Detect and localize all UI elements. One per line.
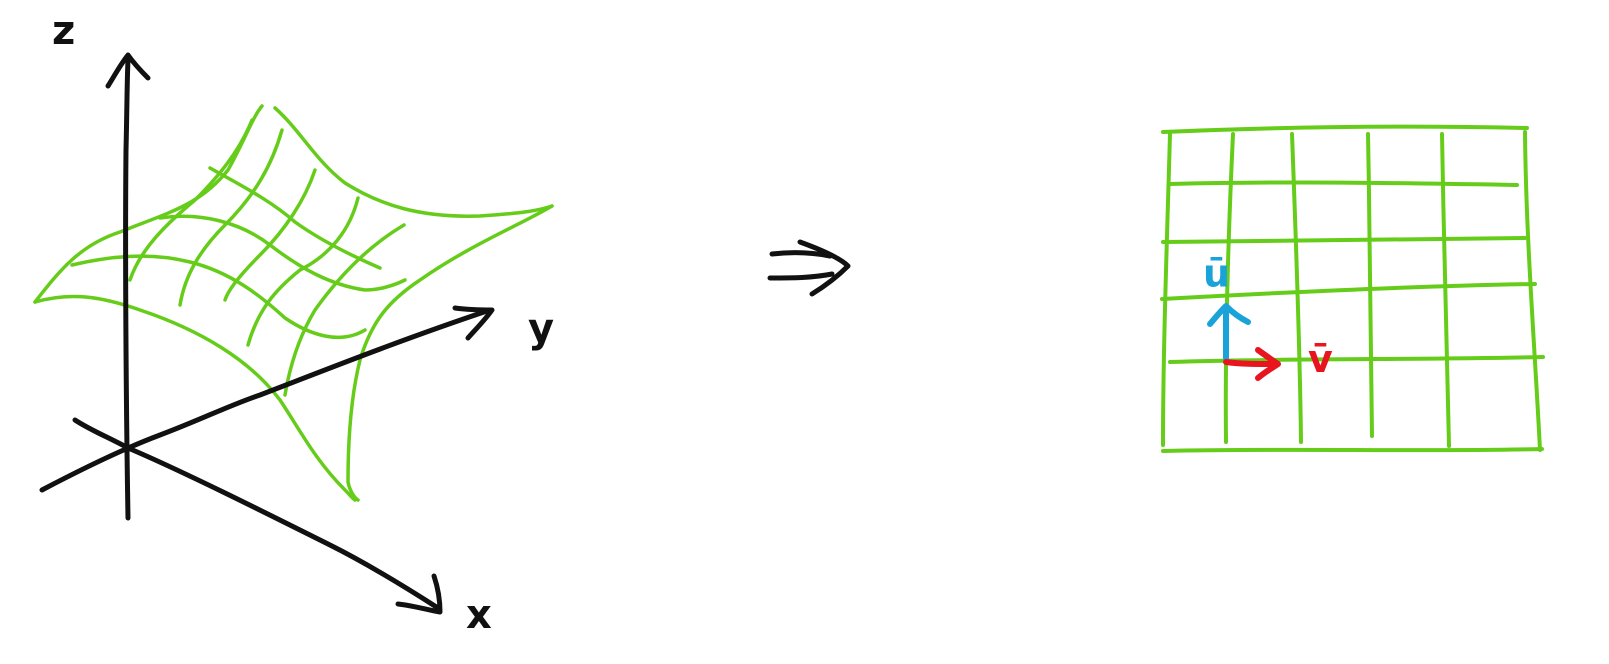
surface-boundary-front <box>33 294 357 502</box>
implies-arrow-icon <box>767 239 851 297</box>
grid-col-right <box>1523 130 1542 452</box>
surface-boundary-top <box>273 106 554 218</box>
surface-3d-sketch: z y x <box>33 8 554 638</box>
curved-surface-mesh <box>33 104 554 502</box>
x-axis-arrowhead <box>395 573 443 615</box>
v-vector-arrow <box>1223 347 1281 381</box>
y-axis-line <box>39 307 493 493</box>
grid-col-2 <box>1223 132 1235 444</box>
grid-row-bottom <box>1161 447 1544 453</box>
z-axis-line <box>123 57 131 521</box>
y-axis-arrowhead <box>452 305 495 341</box>
z-axis-arrowhead <box>105 52 151 89</box>
surface-row-2 <box>70 254 367 339</box>
surface-col-1 <box>128 118 254 282</box>
axes-3d <box>39 52 495 615</box>
u-vector-label: ū <box>1203 251 1230 295</box>
y-axis-label: y <box>528 306 554 352</box>
surface-boundary-left <box>33 104 264 304</box>
grid-col-left <box>1161 132 1172 447</box>
grid-row-3 <box>1161 236 1527 244</box>
z-axis-label: z <box>52 8 75 54</box>
x-axis-label: x <box>466 592 492 638</box>
grid-col-5 <box>1440 132 1451 448</box>
surface-col-3 <box>223 168 317 302</box>
surface-col-4 <box>246 196 360 347</box>
grid-row-4 <box>1160 282 1537 301</box>
grid-row-5 <box>1168 355 1545 364</box>
surface-boundary-right <box>346 204 554 502</box>
grid-row-2 <box>1168 180 1519 187</box>
v-vector-label: v̄ <box>1308 337 1333 381</box>
grid-col-3 <box>1290 132 1303 444</box>
surface-col-2 <box>178 128 284 307</box>
surface-row-3 <box>208 166 382 270</box>
u-vector-arrow <box>1207 303 1251 361</box>
x-axis-line <box>72 417 441 611</box>
flat-parameter-grid: ū v̄ <box>1160 124 1545 453</box>
surface-col-5 <box>283 223 406 397</box>
grid-col-4 <box>1366 132 1374 438</box>
grid-row-top <box>1161 124 1529 134</box>
